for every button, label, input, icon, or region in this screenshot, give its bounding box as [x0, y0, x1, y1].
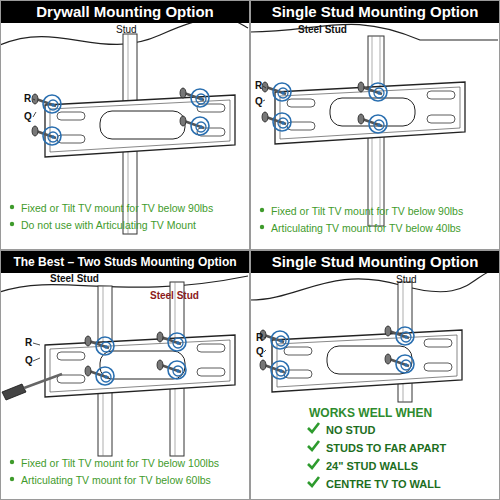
bullet-note: Fixed or Tilt TV mount for TV below 90lb…: [21, 202, 247, 215]
callout-letter: Q: [24, 111, 32, 123]
drywall-scene: [0, 18, 248, 234]
checklist-heading: WORKS WELL WHEN: [309, 406, 489, 420]
checklist-item: NO STUD: [326, 424, 496, 437]
stud-label: Stud: [396, 274, 417, 286]
single-stud-scene: [250, 24, 498, 229]
checklist-item: 24" STUD WALLS: [326, 460, 496, 473]
bullet-note: Articulating TV mount for TV below 40lbs: [271, 222, 497, 235]
bullet-note: Fixed or Tilt TV mount for TV below 100l…: [21, 457, 249, 470]
centre-stud-scene: [250, 268, 498, 486]
checklist-item: CENTRE TV TO WALL: [326, 478, 496, 491]
callout-letter: R: [25, 337, 32, 349]
screwdriver: [2, 374, 62, 400]
callout-letter: R: [255, 80, 262, 92]
stud-label: Steel Stud: [50, 273, 99, 285]
panel-heading: Single Stud Mounting Option: [251, 1, 499, 23]
mount-option-panel: Single Stud Mounting OptionWORKS WELL WH…: [250, 250, 500, 500]
callout-letter: R: [24, 93, 31, 105]
bullet-note: Fixed or Tilt TV mount for TV below 90lb…: [271, 205, 497, 218]
two-stud-scene: [0, 276, 248, 481]
panel-heading: Drywall Mounting Option: [1, 1, 249, 23]
panel-heading: Single Stud Mounting Option: [251, 251, 499, 273]
bullet-note: Articulating TV mount for TV below 60lbs: [21, 474, 249, 487]
callout-letter: Q: [255, 96, 263, 108]
mount-option-panel: Drywall Mounting OptionFixed or Tilt TV …: [0, 0, 250, 250]
stud-label: Steel Stud: [150, 290, 199, 302]
mount-option-panel: The Best – Two Studs Mounting OptionFixe…: [0, 250, 250, 500]
bullet-note: Do not use with Articulating TV Mount: [21, 219, 247, 232]
panel-heading: The Best – Two Studs Mounting Option: [1, 251, 249, 273]
mount-option-panel: Single Stud Mounting OptionFixed or Tilt…: [250, 0, 500, 250]
callout-letter: R: [256, 332, 263, 344]
callout-letter: Q: [256, 346, 264, 358]
stud-label: Steel Stud: [298, 24, 347, 36]
callout-letter: Q: [25, 355, 33, 367]
checklist-item: STUDS TO FAR APART: [326, 442, 496, 455]
stud-label: Stud: [116, 24, 137, 36]
